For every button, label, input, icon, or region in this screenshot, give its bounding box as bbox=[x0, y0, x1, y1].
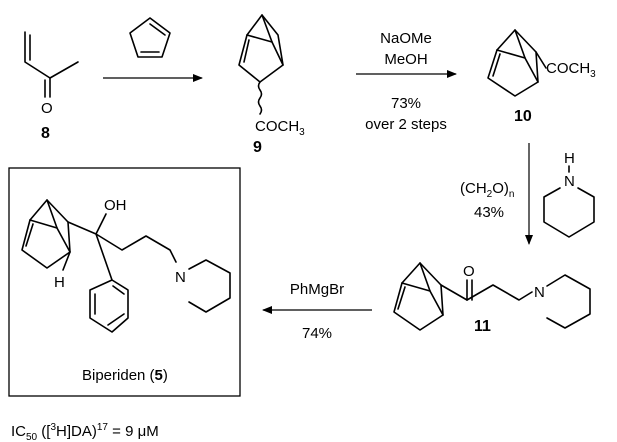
biperiden-h: H bbox=[54, 274, 65, 291]
compound-11-label: 11 bbox=[474, 318, 491, 335]
compound-10-structure: COCH3 10 bbox=[487, 29, 596, 125]
compound-11-nitrogen: N bbox=[534, 284, 545, 301]
step2-yield: 43% bbox=[474, 204, 504, 221]
biperiden-box bbox=[8, 167, 241, 397]
compound-9-substituent: COCH3 bbox=[255, 118, 305, 138]
biperiden-nitrogen: N bbox=[175, 269, 186, 286]
piperidine-n: N bbox=[564, 173, 575, 190]
compound-9-label: 9 bbox=[253, 139, 262, 156]
compound-8-oxygen: O bbox=[41, 100, 53, 117]
step1-reagent-2: MeOH bbox=[384, 51, 427, 68]
step1-reagent-1: NaOMe bbox=[380, 30, 432, 47]
compound-8-structure: O 8 bbox=[24, 31, 79, 142]
compound-11-structure: O N 11 bbox=[393, 262, 591, 335]
compound-11-oxygen: O bbox=[463, 263, 475, 280]
cyclopentadiene-structure bbox=[129, 17, 171, 58]
step1-note: over 2 steps bbox=[365, 116, 447, 133]
biperiden-oh: OH bbox=[104, 197, 127, 214]
ic50-value: IC50 ([3H]DA)17 = 9 μM bbox=[11, 422, 159, 442]
biperiden-name: Biperiden (5) bbox=[82, 367, 168, 384]
biperiden-structure: H OH N Biperiden (5) bbox=[21, 197, 231, 384]
compound-10-label: 10 bbox=[514, 108, 532, 125]
compound-9-structure: COCH3 9 bbox=[238, 14, 305, 156]
compound-10-substituent: COCH3 bbox=[546, 60, 596, 80]
step1-yield: 73% bbox=[391, 95, 421, 112]
piperidine-reagent: H N bbox=[543, 150, 595, 238]
step3-yield: 74% bbox=[302, 325, 332, 342]
compound-8-label: 8 bbox=[41, 125, 50, 142]
piperidine-h: H bbox=[564, 150, 575, 167]
step3-reagent: PhMgBr bbox=[290, 281, 344, 298]
step2-reagent: (CH2O)n bbox=[460, 180, 514, 200]
